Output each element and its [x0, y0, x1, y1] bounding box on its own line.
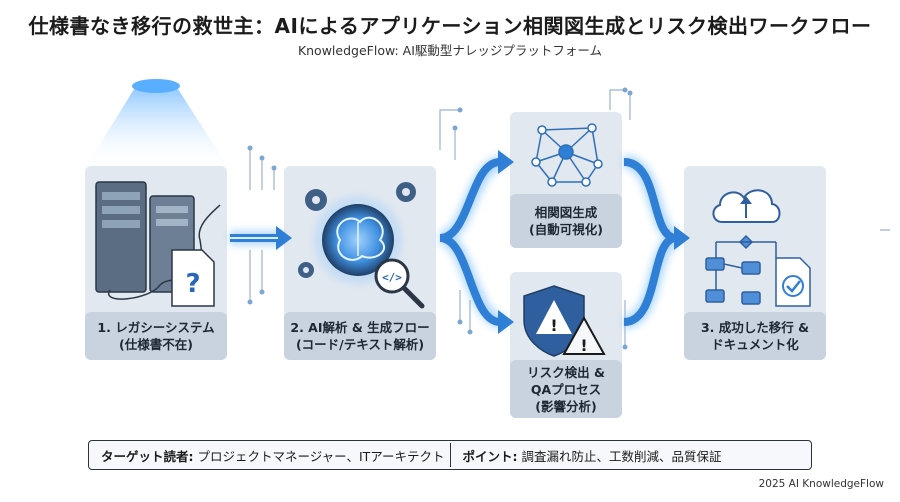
audience-label: ターゲット読者: [101, 448, 194, 464]
risk-step-note: (影響分析) [535, 399, 597, 414]
risk-label-panel [510, 360, 622, 418]
diagram-step-title: 相関図生成 [534, 205, 598, 220]
footer-divider [449, 443, 451, 467]
points-section: ポイント: 調査漏れ防止、工数削減、品質保証 [451, 446, 812, 465]
info-footer: ターゲット読者: プロジェクトマネージャー、ITアーキテクト ポイント: 調査漏… [88, 440, 812, 470]
checklist-document-icon [775, 257, 811, 307]
brain-icon [314, 196, 402, 284]
ai-step-note: (コード/テキスト解析) [295, 337, 425, 352]
gear-icon [298, 182, 416, 278]
risk-step-process: QAプロセス [530, 382, 602, 397]
points-label: ポイント: [462, 448, 518, 464]
network-graph-icon [531, 123, 603, 187]
code-magnifier-icon: </> [374, 258, 425, 309]
question-document-icon: ? [171, 249, 215, 307]
legacy-step-note: (仕様書不在) [119, 337, 193, 352]
success-label-panel [684, 312, 826, 360]
ai-label-panel [284, 312, 436, 360]
svg-text:!: ! [580, 336, 587, 355]
svg-text:!: ! [550, 316, 557, 335]
flowchart-icon [705, 234, 777, 305]
risk-step-label: リスク検出 & QAプロセス (影響分析) [510, 364, 622, 415]
risk-step-title: リスク検出 & [527, 365, 605, 380]
success-step-title: 3. 成功した移行 & [700, 320, 810, 335]
ai-step-label: 2. AI解析 & 生成フロー (コード/テキスト解析) [284, 319, 436, 353]
flow-arrows [230, 150, 690, 334]
page-title: 仕様書なき移行の救世主：AIによるアプリケーション相関図生成とリスク検出ワークフ… [28, 14, 872, 38]
legacy-step-label: 1. レガシーシステム (仕様書不在) [85, 319, 227, 353]
legacy-step-title: 1. レガシーシステム [97, 320, 215, 335]
diagram-step-note: (自動可視化) [529, 222, 603, 237]
points-value: 調査漏れ防止、工数削減、品質保証 [521, 448, 722, 464]
svg-text:</>: </> [382, 271, 402, 284]
circuit-dots [247, 87, 633, 350]
page-subtitle: KnowledgeFlow: AI駆動型ナレッジプラットフォーム [297, 43, 603, 58]
copyright-text: 2025 AI KnowledgeFlow [758, 478, 884, 490]
cloud-upload-icon [712, 189, 781, 223]
success-step-note: ドキュメント化 [711, 337, 799, 352]
audience-section: ターゲット読者: プロジェクトマネージャー、ITアーキテクト [89, 446, 450, 465]
spotlight [84, 79, 230, 170]
audience-value: プロジェクトマネージャー、ITアーキテクト [197, 448, 445, 464]
legacy-label-panel [85, 312, 227, 360]
diagram-label-panel [510, 194, 622, 248]
svg-text:?: ? [185, 269, 200, 299]
warning-shield-icon: ! ! [523, 285, 606, 357]
success-step-label: 3. 成功した移行 & ドキュメント化 [684, 319, 826, 353]
ai-step-title: 2. AI解析 & 生成フロー [290, 320, 430, 335]
diagram-step-label: 相関図生成 (自動可視化) [510, 204, 622, 238]
